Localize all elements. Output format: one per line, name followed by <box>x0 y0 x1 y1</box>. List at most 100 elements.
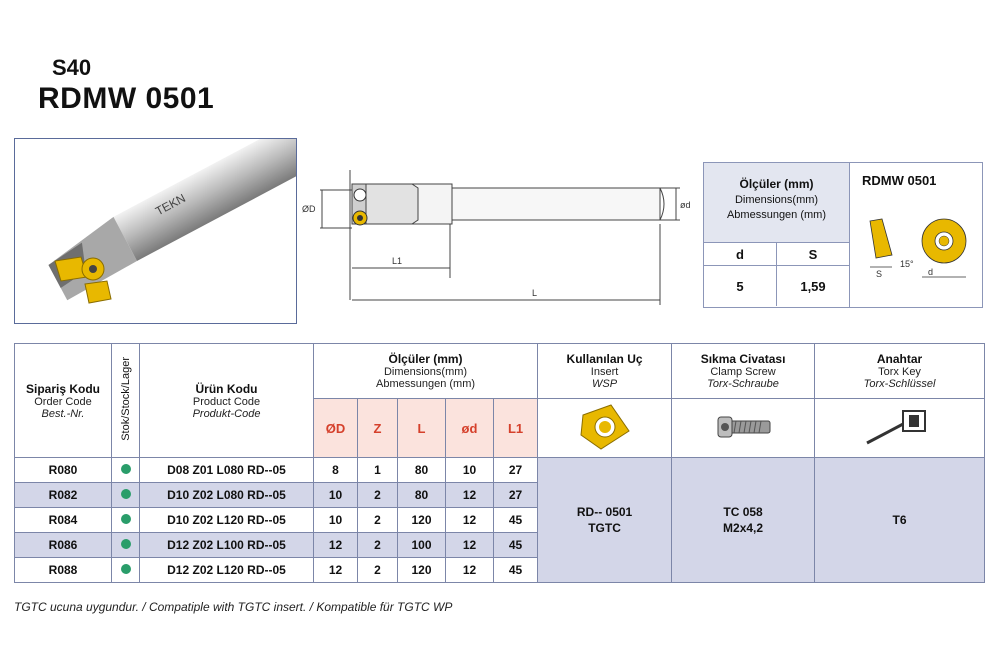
insert-dimensions-table: Ölçüler (mm) Dimensions(mm) Abmessungen … <box>704 163 850 307</box>
stock-indicator <box>111 482 140 508</box>
drawing-label-L1: L1 <box>392 256 402 266</box>
header-torx-key: Anahtar Torx Key Torx-Schlüssel <box>814 343 986 399</box>
cell-L: 80 <box>397 457 446 483</box>
product-code: D10 Z02 L080 RD--05 <box>139 482 314 508</box>
col-s: S <box>808 246 818 262</box>
order-code: R082 <box>14 482 112 508</box>
cell-L: 100 <box>397 532 446 558</box>
dimensions-title: Ölçüler (mm) <box>739 177 814 191</box>
footnote: TGTC ucuna uygundur. / Compatiple with T… <box>14 600 453 614</box>
sketch-label-d: d <box>928 267 933 277</box>
dimensions-values: 5 1,59 <box>704 266 849 306</box>
cell-L1: 45 <box>492 532 539 558</box>
cell-D: 10 <box>313 507 358 533</box>
cell-Z: 1 <box>357 457 398 483</box>
cell-Z: 2 <box>357 532 398 558</box>
product-code: D08 Z01 L080 RD--05 <box>139 457 314 483</box>
technical-drawing: ØD ød L1 L <box>302 170 691 305</box>
header-stock: Stok/Stock/Lager <box>111 343 140 458</box>
product-code: D10 Z02 L120 RD--05 <box>139 507 314 533</box>
stock-dot-icon <box>120 514 131 524</box>
cell-d: 10 <box>445 457 494 483</box>
series-title: S40 <box>52 55 92 80</box>
dim-header-L1: L1 <box>492 398 539 458</box>
order-code: R088 <box>14 557 112 583</box>
torx-key-icon <box>865 409 926 444</box>
value-d: 5 <box>704 266 777 306</box>
insert-sketch: RDMW 0501 S 15° d <box>850 163 983 307</box>
insert-icon <box>54 256 112 304</box>
sketch-angle: 15° <box>900 259 914 269</box>
order-code: R084 <box>14 507 112 533</box>
stock-indicator <box>111 532 140 558</box>
stock-indicator <box>111 557 140 583</box>
header-clamp-screw: Sıkma Civatası Clamp Screw Torx-Schraube <box>671 343 816 399</box>
model-title: RDMW 0501 <box>38 82 215 115</box>
header-product-code: Ürün Kodu Product Code Produkt-Code <box>139 343 314 458</box>
header-insert: Kullanılan Uç Insert WSP <box>537 343 673 399</box>
stock-indicator <box>111 457 140 483</box>
cell-Z: 2 <box>357 557 398 583</box>
drawing-label-d: ød <box>680 200 691 210</box>
dim-header-Z: Z <box>357 398 398 458</box>
key-value: T6 <box>814 457 986 583</box>
header-order-code: Sipariş Kodu Order Code Best.-Nr. <box>14 343 112 458</box>
product-photo: TEKN <box>14 122 314 324</box>
table-row: R084 D10 Z02 L120 RD--05 10 2 120 12 45 <box>14 507 985 533</box>
stock-indicator <box>111 507 140 533</box>
dim-header-d: ød <box>445 398 494 458</box>
cell-Z: 2 <box>357 507 398 533</box>
insert-value: RD-- 0501 TGTC <box>537 457 673 583</box>
tool-photo-illustration: TEKN <box>48 122 314 304</box>
order-code: R080 <box>14 457 112 483</box>
cell-L1: 45 <box>492 557 539 583</box>
dimensions-sub-de: Abmessungen (mm) <box>726 209 827 221</box>
header-dimensions: Ölçüler (mm) Dimensions(mm) Abmessungen … <box>312 343 539 399</box>
drawing-label-L: L <box>532 288 537 298</box>
dim-header-L: L <box>397 398 446 458</box>
drawing-label-D: ØD <box>302 204 316 214</box>
dimensions-sub-en: Dimensions(mm) <box>734 194 819 206</box>
table-row: R082 D10 Z02 L080 RD--05 10 2 80 12 27 <box>14 482 985 508</box>
key-image-cell <box>814 398 986 458</box>
insert-sketch-title: RDMW 0501 <box>862 173 937 188</box>
cell-L: 80 <box>397 482 446 508</box>
sketch-label-s: S <box>876 269 882 279</box>
insert-image-cell <box>537 398 673 458</box>
cell-Z: 2 <box>357 482 398 508</box>
cell-L: 120 <box>397 507 446 533</box>
cell-D: 12 <box>313 532 358 558</box>
cell-d: 12 <box>445 507 494 533</box>
product-table: Sipariş Kodu Order Code Best.-Nr. Stok/S… <box>14 343 986 583</box>
cell-D: 12 <box>313 557 358 583</box>
product-code: D12 Z02 L120 RD--05 <box>139 557 314 583</box>
cell-L1: 27 <box>492 457 539 483</box>
stock-dot-icon <box>120 489 131 499</box>
screw-icon <box>717 416 771 437</box>
insert-icon <box>580 403 630 450</box>
value-s: 1,59 <box>800 278 826 294</box>
insert-icon <box>352 188 368 226</box>
cell-L1: 27 <box>492 482 539 508</box>
dim-header-D: ØD <box>313 398 358 458</box>
stock-dot-icon <box>120 564 131 574</box>
stock-dot-icon <box>120 464 131 474</box>
table-row: R080 D08 Z01 L080 RD--05 8 1 80 10 27 RD… <box>14 457 986 583</box>
insert-dimensions-box: Ölçüler (mm) Dimensions(mm) Abmessungen … <box>703 162 983 308</box>
stock-dot-icon <box>120 539 131 549</box>
cell-d: 12 <box>445 557 494 583</box>
table-header-row: Sipariş Kodu Order Code Best.-Nr. Stok/S… <box>14 343 986 458</box>
cell-L: 120 <box>397 557 446 583</box>
table-row: R088 D12 Z02 L120 RD--05 12 2 120 12 45 <box>14 557 985 583</box>
cell-D: 8 <box>313 457 358 483</box>
cell-d: 12 <box>445 532 494 558</box>
screw-image-cell <box>671 398 816 458</box>
dimensions-header: Ölçüler (mm) Dimensions(mm) Abmessungen … <box>704 163 849 243</box>
product-code: D12 Z02 L100 RD--05 <box>139 532 314 558</box>
col-d: d <box>704 243 777 265</box>
order-code: R086 <box>14 532 112 558</box>
cell-D: 10 <box>313 482 358 508</box>
screw-value: TC 058 M2x4,2 <box>671 457 816 583</box>
insert-sketch-svg: S 15° d <box>869 218 967 279</box>
cell-L1: 45 <box>492 507 539 533</box>
